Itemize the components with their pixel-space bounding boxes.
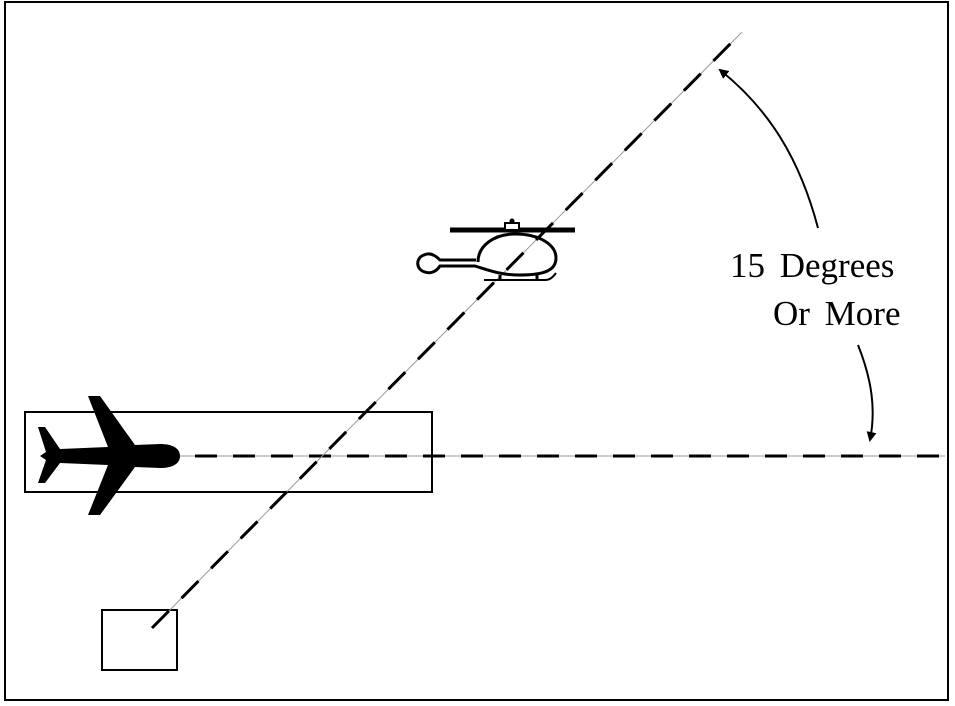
origin-box [101, 609, 178, 671]
helicopter-icon [416, 218, 575, 281]
arrow-to-horizontal [857, 344, 877, 442]
arrow-to-diagonal [718, 68, 819, 229]
airplane-icon [38, 396, 180, 515]
diagonal-path-line [150, 30, 744, 630]
frame-border [4, 1, 949, 701]
angle-label-line2: Or More [773, 294, 901, 333]
runway-box [24, 411, 433, 493]
angle-label-line1: 15 Degrees [730, 246, 895, 285]
